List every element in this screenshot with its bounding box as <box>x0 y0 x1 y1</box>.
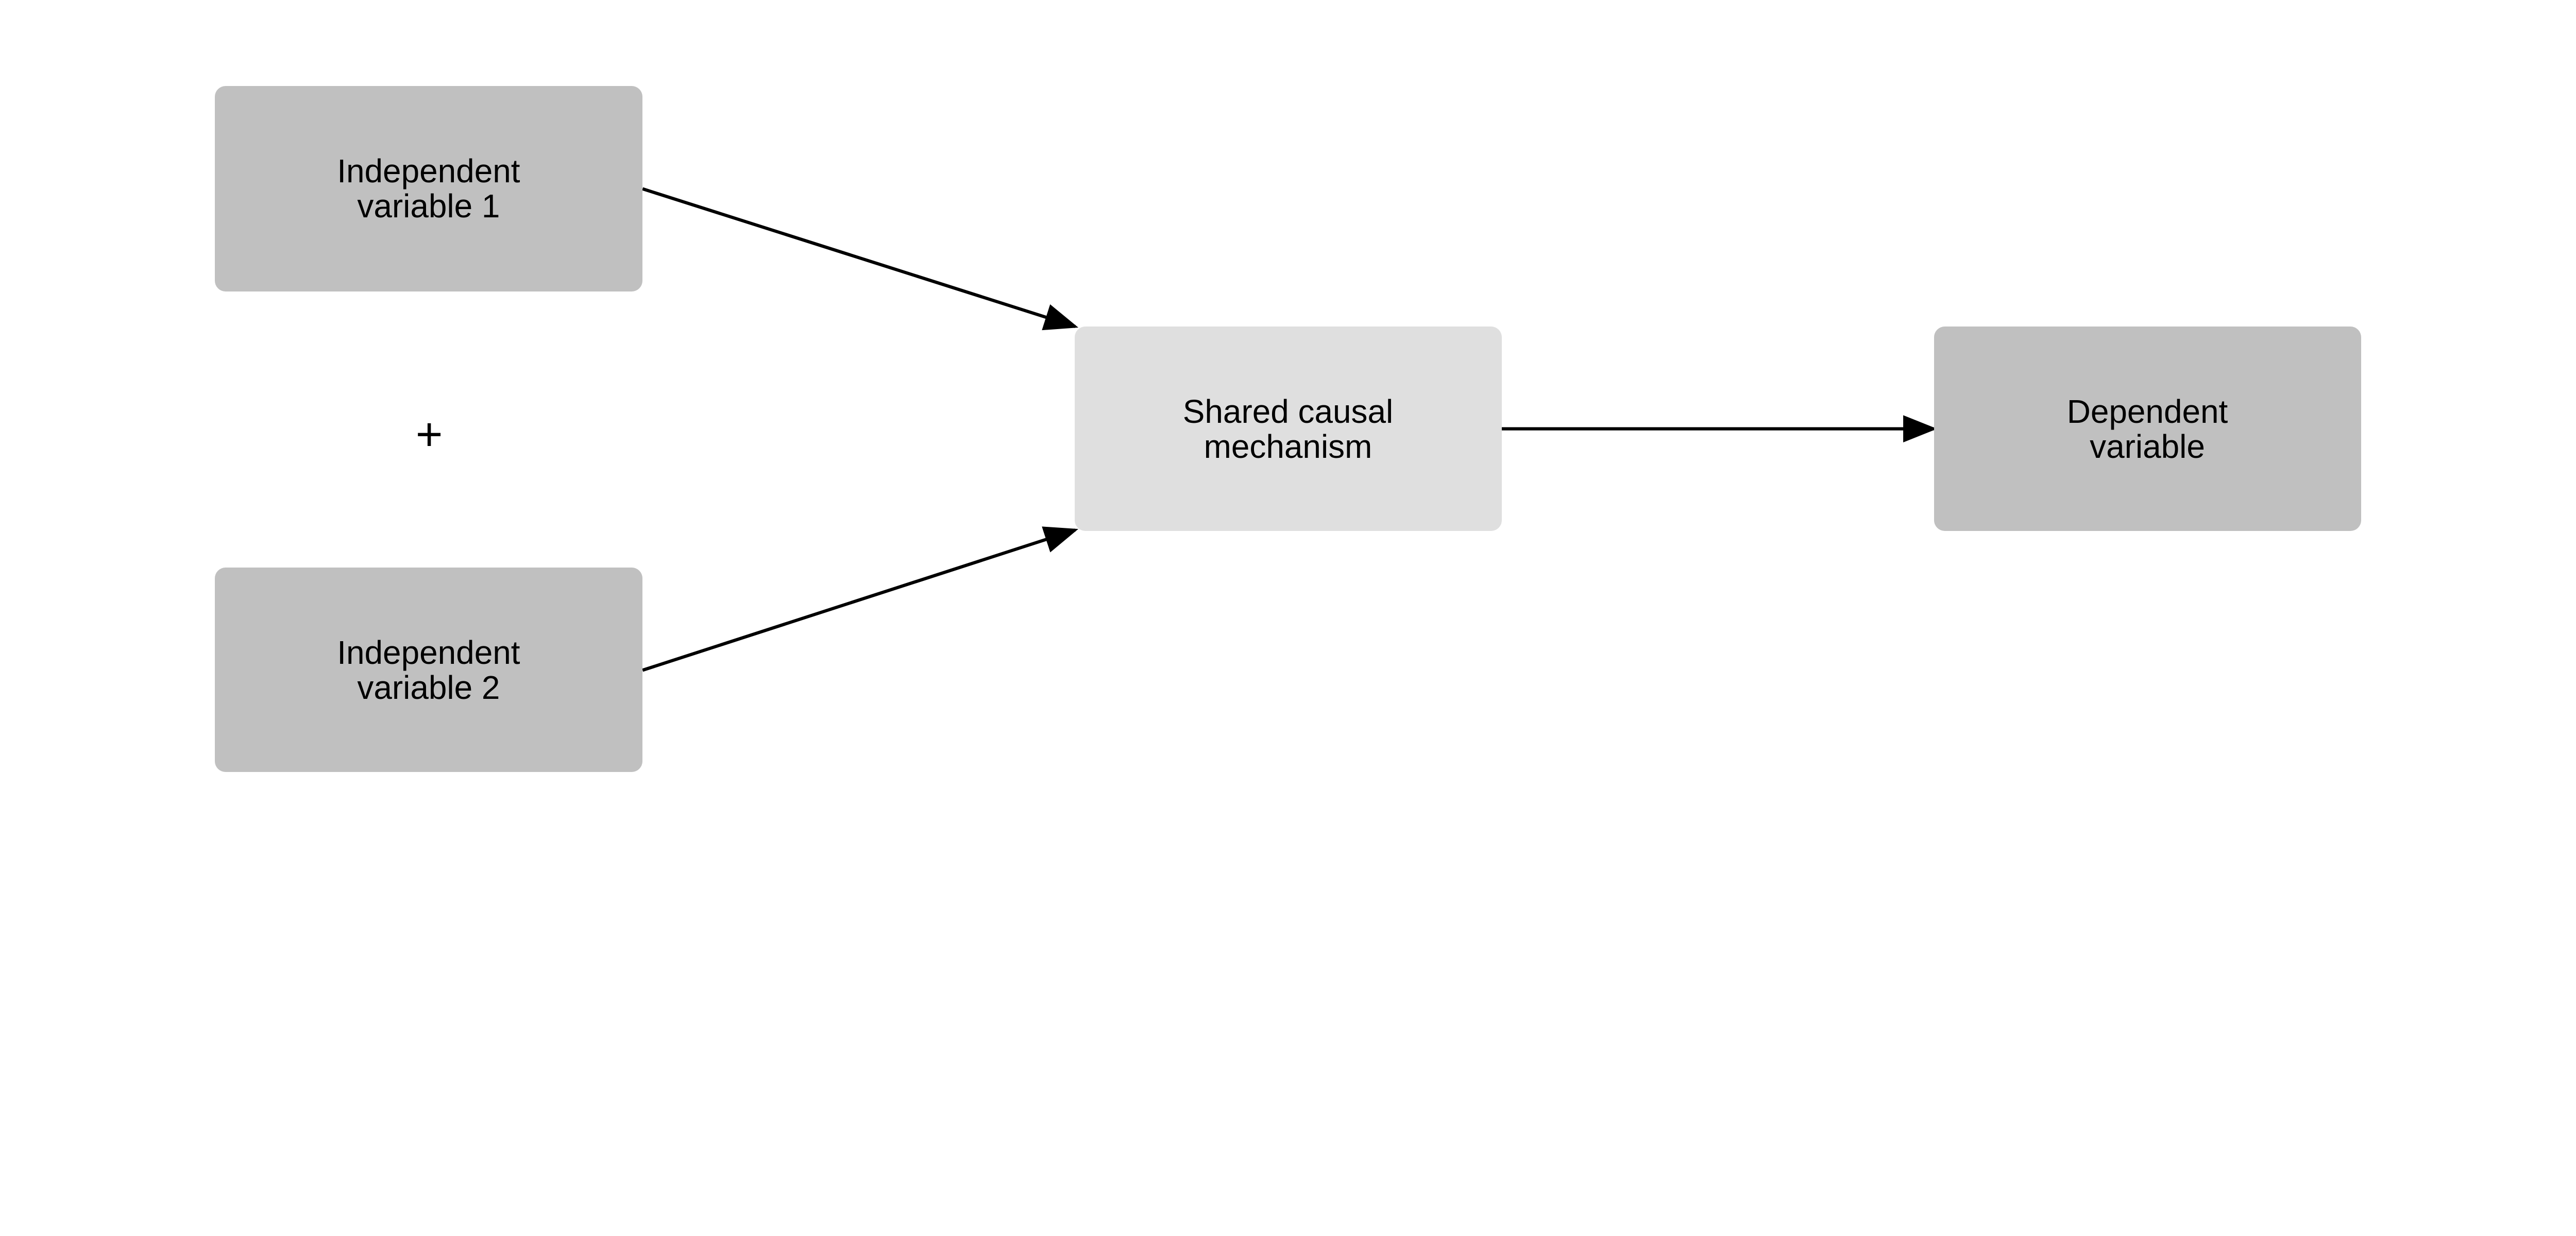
node-label-line1: Independent <box>337 152 520 190</box>
node-label-line2: variable 2 <box>357 668 500 706</box>
node-label-line1: Dependent <box>2066 392 2228 430</box>
node-label-line1: Independent <box>337 633 520 671</box>
plus-operator: + <box>415 408 443 460</box>
edge-iv1-to-mechanism <box>642 187 1079 331</box>
node-label-line2: mechanism <box>1204 427 1372 465</box>
edge-iv2-to-mechanism <box>642 526 1079 672</box>
edges-layer <box>642 187 1938 672</box>
node-label-line1: Shared causal <box>1182 392 1394 430</box>
node-label-line2: variable <box>2090 427 2205 465</box>
node-label-line2: variable 1 <box>357 187 500 225</box>
